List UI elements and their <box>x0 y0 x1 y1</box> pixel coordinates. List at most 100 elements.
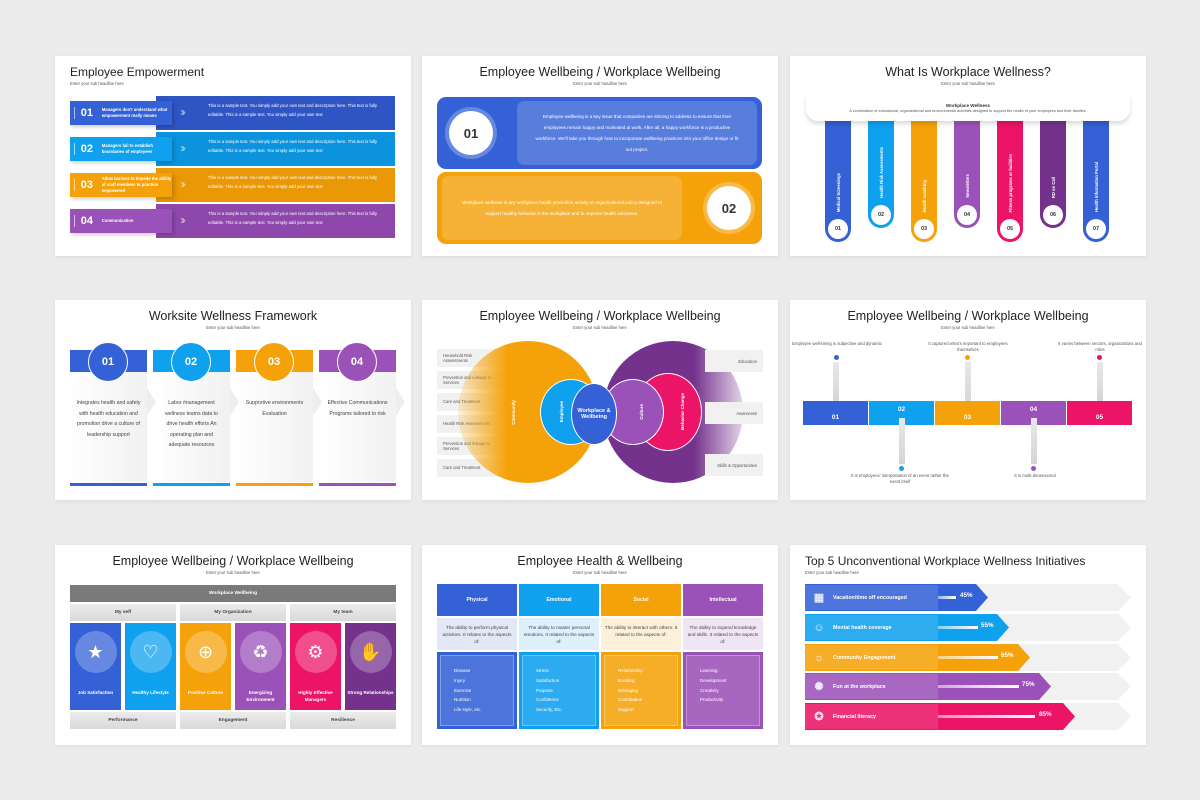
slide-subtitle: Enter your sub headline here <box>206 325 260 330</box>
marker-dot <box>1031 466 1036 471</box>
section-my-team: My team <box>290 604 396 621</box>
slide-what-is-workplace-wellness[interactable]: What Is Workplace Wellness? Enter your s… <box>790 56 1146 256</box>
slide-top-5-initiatives[interactable]: Top 5 Unconventional Workplace Wellness … <box>790 545 1146 745</box>
financial-icon: ✪ <box>814 711 824 723</box>
slide-employee-wellbeing-two-boxes[interactable]: Employee Wellbeing / Workplace Wellbeing… <box>422 56 778 256</box>
progress-arrow-icon <box>938 715 1035 718</box>
note-4: It is multi-dimensional <box>1014 473 1056 478</box>
progress-arrow-icon <box>938 596 956 599</box>
column-intellectual: Intellectual The ability to expend knowl… <box>683 584 763 729</box>
heart-icon: ♡ <box>129 631 172 673</box>
framework-col-4: 04 Effective Communications Programs tai… <box>319 342 405 486</box>
progress-arrow-icon <box>938 656 998 659</box>
percent-value: 45% <box>960 592 973 599</box>
fun-icon: ✺ <box>814 681 824 693</box>
row-number: 01 <box>74 107 99 119</box>
card-energizing-environment: ♻Energizing Environment <box>235 623 286 710</box>
note-3: It captured what's important to employee… <box>928 341 1008 352</box>
framework-col-1: 01 Integrates health and safety with hea… <box>70 342 156 486</box>
row-text: This is a sample text. You simply add yo… <box>208 139 378 153</box>
row-number: 03 <box>74 179 99 191</box>
initiative-row-3: ☼Community Engagement 65% <box>805 644 1131 671</box>
wellness-banner: Workplace Wellness A combination of educ… <box>806 96 1130 121</box>
timeline-segment-5: 05 <box>1067 401 1132 425</box>
banner-title: Workplace Wellness <box>945 103 991 108</box>
slide-wellbeing-venn[interactable]: Employee Wellbeing / Workplace Wellbeing… <box>422 300 778 500</box>
card-healthy-lifestyle: ♡Healthy Lifestyle <box>125 623 176 710</box>
note-2: It is employees' interpretation of an ev… <box>851 473 949 484</box>
row-text: This is a sample text. You simply add yo… <box>208 211 378 225</box>
initiative-row-4: ✺Fun at the workplace 75% <box>805 673 1131 700</box>
progress-arrow-icon <box>938 685 1019 688</box>
framework-col-3: 03 Supportive environments Evaluation <box>236 342 322 486</box>
slide-subtitle: Enter your sub headline here <box>805 570 859 575</box>
handshake-icon: ✋ <box>349 631 392 673</box>
marker-dot <box>1097 355 1102 360</box>
up-arrow-icon <box>965 362 971 407</box>
chevrons-icon: ››› <box>180 213 186 227</box>
row-number: 04 <box>74 215 99 227</box>
slide-title: What Is Workplace Wellness? <box>885 65 1051 79</box>
slide-subtitle: Enter your sub headline here <box>206 570 260 575</box>
slide-title: Employee Wellbeing / Workplace Wellbeing <box>479 65 721 79</box>
progress-arrow-icon <box>938 626 978 629</box>
percent-value: 75% <box>1022 681 1035 688</box>
row-label: Communication <box>101 218 134 223</box>
card-strong-relationships: ✋Strong Relationships <box>345 623 396 710</box>
note-1: Employee well-being is subjective and dy… <box>792 341 882 346</box>
slide-worksite-wellness-framework[interactable]: Worksite Wellness Framework Enter your s… <box>55 300 411 500</box>
card-job-satisfaction: ★Job Satisfaction <box>70 623 121 710</box>
recycle-icon: ♻ <box>239 631 282 673</box>
note-5: It varies between sectors, organizations… <box>1058 341 1142 352</box>
wellbeing-box-1: 01 Employee wellbeing is a key issue tha… <box>437 97 762 169</box>
right-label: Skills & Opportunities <box>705 454 763 476</box>
workplace-wellbeing-center: Workplace & Wellbeing <box>571 383 617 445</box>
slide-title: Top 5 Unconventional Workplace Wellness … <box>805 554 1086 568</box>
slide-employee-empowerment[interactable]: Employee Empowerment Enter your sub head… <box>55 56 411 256</box>
slide-subtitle: Enter your sub headline here <box>70 81 124 86</box>
framework-col-2: 02 Labor /management wellness teams data… <box>153 342 239 486</box>
card-highly-effective-managers: ⚙Highly Effective Managers <box>290 623 341 710</box>
slide-subtitle: Enter your sub headline here <box>573 325 627 330</box>
down-arrow-icon <box>899 418 905 464</box>
slide-title: Employee Wellbeing / Workplace Wellbeing <box>847 309 1089 323</box>
section-my-organization: My Organization <box>180 604 286 621</box>
chevrons-icon: ››› <box>180 141 186 155</box>
row-label: Managers fail to establish boundaries of… <box>101 143 153 154</box>
banner-text: A combination of educational, organizati… <box>849 109 1087 113</box>
number-circle: 02 <box>707 186 751 230</box>
gauge-gear-icon: ⚙ <box>294 631 337 673</box>
column-physical: Physical The ability to perform physical… <box>437 584 517 729</box>
footer-performance: Performance <box>70 712 176 729</box>
number-circle: 01 <box>449 111 493 155</box>
row-number: 02 <box>74 143 99 155</box>
plus-icon: ⊕ <box>184 631 227 673</box>
number-circle: 04 <box>337 342 377 382</box>
slide-title: Employee Empowerment <box>70 65 205 79</box>
chevrons-icon: ››› <box>180 105 186 119</box>
footer-resilience: Resilience <box>290 712 396 729</box>
timeline-segment-3: 03 <box>935 401 1000 425</box>
number-circle: 01 <box>88 342 128 382</box>
marker-dot <box>899 466 904 471</box>
col-text: Effective Communications Programs tailor… <box>327 400 388 417</box>
slide-title: Employee Health & Wellbeing <box>517 554 683 568</box>
slide-employee-health-wellbeing[interactable]: Employee Health & Wellbeing Enter your s… <box>422 545 778 745</box>
empowerment-row-1: 01 Managers don't understand what empowe… <box>70 96 395 130</box>
col-text: Labor /management wellness teams data to… <box>165 400 218 448</box>
initiative-row-2: ☺Mental health coverage 55% <box>805 614 1131 641</box>
stars-icon: ★ <box>74 631 117 673</box>
box-text: Workplace wellness is any workplace heal… <box>442 176 682 240</box>
slide-subtitle: Enter your sub headline here <box>573 81 627 86</box>
slide-workplace-wellbeing-grid[interactable]: Employee Wellbeing / Workplace Wellbeing… <box>55 545 411 745</box>
slide-wellbeing-timeline[interactable]: Employee Wellbeing / Workplace Wellbeing… <box>790 300 1146 500</box>
number-circle: 03 <box>254 342 294 382</box>
empowerment-row-2: 02 Managers fail to establish boundaries… <box>70 132 395 166</box>
row-text: This is a sample text. You simply add yo… <box>208 175 378 189</box>
marker-dot <box>834 355 839 360</box>
percent-value: 85% <box>1039 711 1052 718</box>
